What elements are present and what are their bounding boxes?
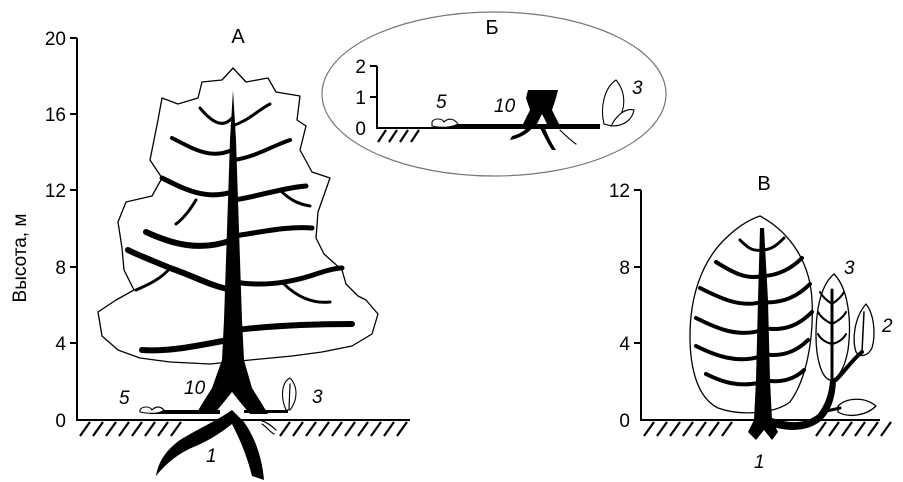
- panel-a-tick-16: 16: [45, 105, 66, 126]
- panel-b-tick-1: 1: [355, 88, 366, 109]
- panel-b-tick-0: 0: [355, 119, 366, 140]
- panel-b-label: Б: [485, 17, 498, 39]
- panel-a-tick-4: 4: [55, 334, 66, 355]
- panel-c-label: В: [757, 173, 770, 195]
- panel-a-marker-10: 10: [184, 378, 206, 399]
- panel-b-tick-2: 2: [355, 57, 366, 78]
- panel-a-marker-5: 5: [119, 388, 130, 409]
- panel-a-fine-roots-2: [262, 424, 274, 434]
- panel-a-tick-0: 0: [55, 411, 66, 432]
- panel-c-tick-0: 0: [619, 411, 630, 432]
- panel-c-marker-2: 2: [881, 316, 893, 337]
- panel-a-tick-12: 12: [45, 181, 66, 202]
- y-axis-title: Высота, м: [10, 214, 31, 303]
- panel-a-marker-3: 3: [312, 387, 323, 408]
- panel-b: Б 2 1 0 5 10 3: [322, 12, 666, 176]
- panel-a-tick-8: 8: [55, 258, 66, 279]
- panel-a-label: А: [231, 26, 245, 48]
- panel-c: В 12 8 4 0: [609, 173, 893, 473]
- panel-a-tick-20: 20: [45, 29, 66, 50]
- panel-b-marker-10: 10: [494, 96, 516, 117]
- panel-c-marker-1: 1: [754, 452, 765, 473]
- panel-b-marker-5: 5: [436, 92, 447, 113]
- panel-c-tick-8: 8: [619, 258, 630, 279]
- panel-c-tick-12: 12: [609, 181, 630, 202]
- panel-a-bud-5: [140, 407, 164, 413]
- panel-a-stolon-right: [244, 410, 288, 413]
- panel-c-marker-3: 3: [844, 258, 855, 279]
- panel-c-leaf-low: [838, 399, 876, 415]
- panel-a-marker-1: 1: [206, 446, 217, 467]
- panel-c-tick-4: 4: [619, 334, 630, 355]
- panel-b-stolon: [440, 124, 600, 128]
- panel-a-ticks: [70, 38, 77, 343]
- panel-b-marker-3: 3: [632, 78, 643, 99]
